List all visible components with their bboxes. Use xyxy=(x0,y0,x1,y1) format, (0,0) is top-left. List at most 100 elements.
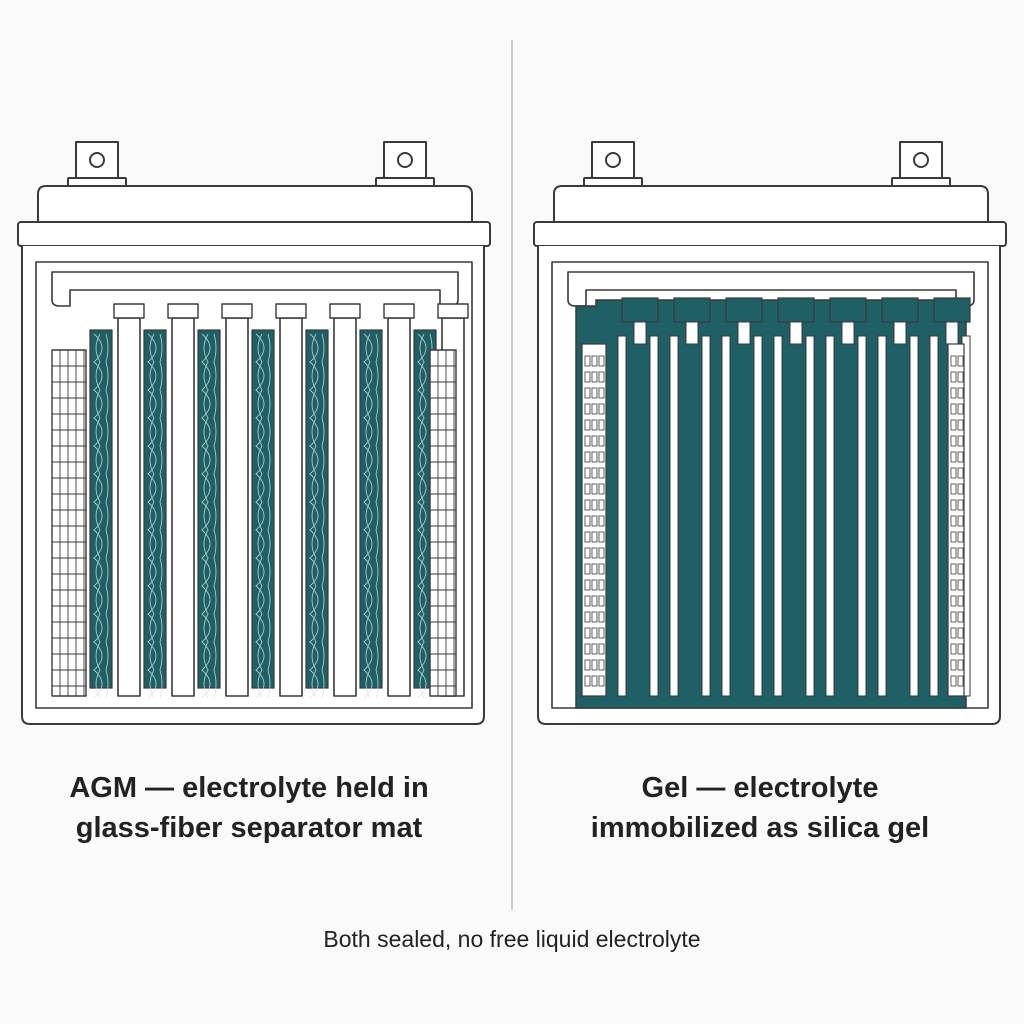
lid-rim xyxy=(533,221,1007,247)
grid-cell xyxy=(950,563,957,575)
grid-cell xyxy=(591,403,598,415)
grid-cell xyxy=(598,643,605,655)
grid-cell xyxy=(584,659,591,671)
gel-battery-diagram xyxy=(533,141,1007,725)
grid-cell xyxy=(957,499,964,511)
grid-cell xyxy=(598,499,605,511)
separator-mat xyxy=(143,329,167,689)
grid-cell xyxy=(957,579,964,591)
grid-cell xyxy=(950,499,957,511)
grid-cell xyxy=(584,451,591,463)
grid-cell xyxy=(957,355,964,367)
glass-fiber-strands xyxy=(201,333,217,699)
grid-plate-right xyxy=(947,343,965,697)
grid-cell xyxy=(584,419,591,431)
plate-tab xyxy=(113,303,145,319)
grid-cell xyxy=(598,515,605,527)
grid-cell xyxy=(591,355,598,367)
grid-cell xyxy=(598,659,605,671)
grid-cell xyxy=(591,371,598,383)
electrode-plate xyxy=(387,317,411,697)
grid-cell xyxy=(591,419,598,431)
grid-cell xyxy=(584,547,591,559)
separator-mat xyxy=(305,329,329,689)
electrode-plate xyxy=(773,335,783,697)
grid-cell xyxy=(584,515,591,527)
grid-cell xyxy=(584,403,591,415)
grid-cell xyxy=(584,627,591,639)
plate-tab xyxy=(737,321,751,345)
grid-cell xyxy=(950,547,957,559)
glass-fiber-strands xyxy=(309,333,325,699)
grid-cell xyxy=(591,611,598,623)
terminal-post xyxy=(899,141,943,184)
grid-cell xyxy=(598,611,605,623)
electrode-plate xyxy=(225,317,249,697)
grid-cell xyxy=(584,467,591,479)
grid-cell xyxy=(598,563,605,575)
terminal-post xyxy=(383,141,427,184)
electrode-plate xyxy=(279,317,303,697)
electrode-plate xyxy=(649,335,659,697)
electrode-plate xyxy=(805,335,815,697)
grid-cell xyxy=(591,387,598,399)
terminal-hole xyxy=(913,152,929,168)
terminal-base xyxy=(375,177,435,187)
grid-cell xyxy=(591,451,598,463)
glass-fiber-strands xyxy=(255,333,271,699)
grid-cell xyxy=(591,435,598,447)
grid-cell xyxy=(591,467,598,479)
grid-cell xyxy=(584,611,591,623)
plate-tab xyxy=(685,321,699,345)
separator-mat xyxy=(89,329,113,689)
terminal-hole xyxy=(397,152,413,168)
lid-top xyxy=(37,185,473,222)
grid-cell xyxy=(957,627,964,639)
grid-cell xyxy=(950,419,957,431)
grid-cell xyxy=(957,675,964,687)
agm-battery-diagram xyxy=(17,141,491,725)
electrode-plate xyxy=(669,335,679,697)
agm-caption-line-1: AGM — electrolyte held in xyxy=(69,772,429,804)
plate-tab xyxy=(383,303,415,319)
grid-cell xyxy=(950,611,957,623)
grid-cell xyxy=(957,547,964,559)
plate-tab xyxy=(437,303,469,319)
terminal-base xyxy=(583,177,643,187)
plate-tab xyxy=(945,321,959,345)
plate-strap xyxy=(829,297,867,323)
grid-cell xyxy=(957,467,964,479)
grid-cell xyxy=(957,451,964,463)
terminal-post xyxy=(591,141,635,184)
cell-cover-rim xyxy=(51,271,459,307)
grid-cell xyxy=(950,467,957,479)
gel-caption: Gel — electrolyte immobilized as silica … xyxy=(520,768,1000,848)
lid-top xyxy=(553,185,989,222)
grid-frame xyxy=(581,343,607,697)
electrode-plate xyxy=(909,335,919,697)
grid-cell xyxy=(598,451,605,463)
terminal-right xyxy=(891,141,951,187)
plate-tab xyxy=(329,303,361,319)
electrode-plate xyxy=(825,335,835,697)
grid-cell xyxy=(950,435,957,447)
terminal-base xyxy=(891,177,951,187)
gel-caption-line-2: immobilized as silica gel xyxy=(590,812,930,844)
electrode-plate xyxy=(857,335,867,697)
grid-cell xyxy=(584,643,591,655)
grid-cell xyxy=(957,595,964,607)
grid-cell xyxy=(598,419,605,431)
plate-tab xyxy=(841,321,855,345)
grid-cell xyxy=(598,627,605,639)
grid-cell xyxy=(957,611,964,623)
grid-cell xyxy=(598,595,605,607)
terminal-post xyxy=(75,141,119,184)
footer-note: Both sealed, no free liquid electrolyte xyxy=(323,926,701,952)
grid-cell xyxy=(950,659,957,671)
grid-cell xyxy=(591,579,598,591)
grid-cell xyxy=(950,515,957,527)
grid-cell xyxy=(957,419,964,431)
terminal-right xyxy=(375,141,435,187)
electrode-plate xyxy=(701,335,711,697)
